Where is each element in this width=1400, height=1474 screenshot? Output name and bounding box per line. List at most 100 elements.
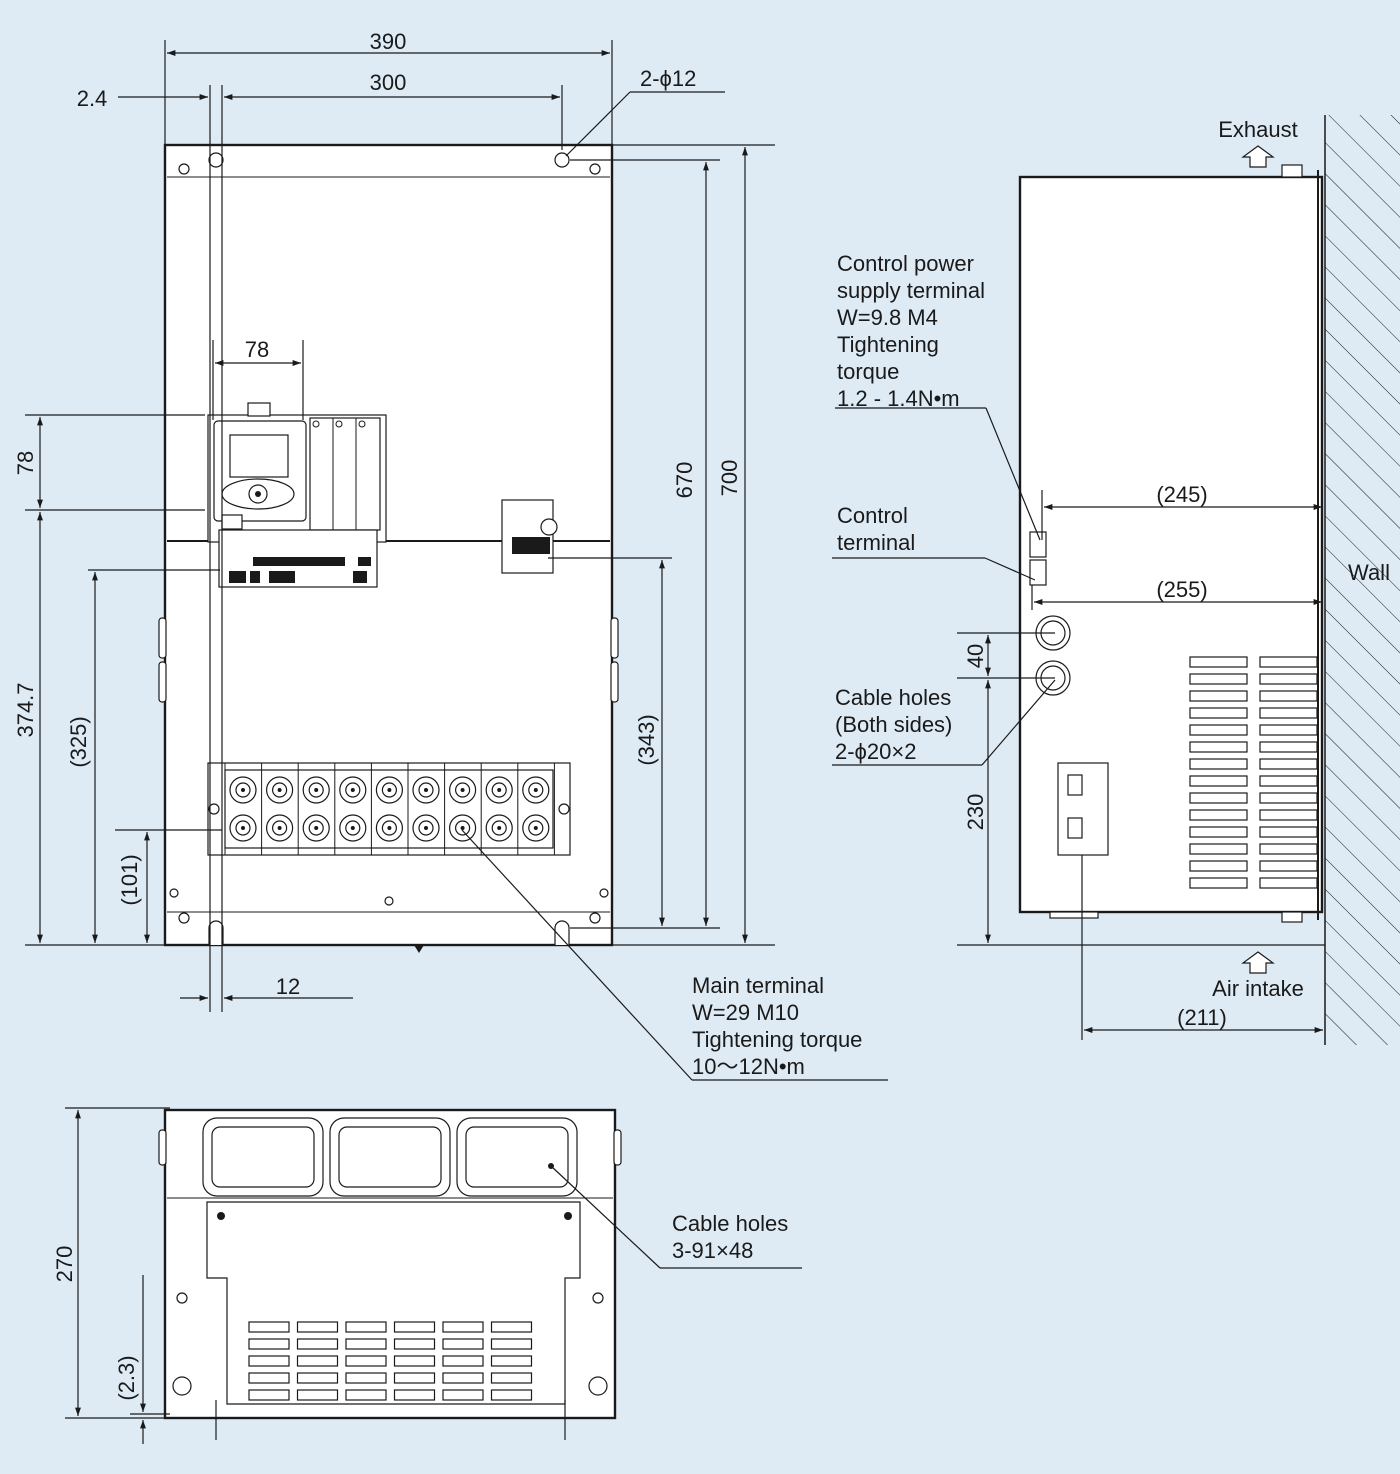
vent-slot bbox=[1189, 877, 1248, 889]
dim-101: (101) bbox=[117, 854, 142, 905]
vent-slot bbox=[1189, 826, 1248, 838]
dim-230: 230 bbox=[963, 794, 988, 831]
vent-slot bbox=[1259, 860, 1318, 872]
label-line: torque bbox=[837, 359, 899, 384]
label-line: 3-91×48 bbox=[672, 1238, 753, 1263]
vent-slot bbox=[296, 1355, 339, 1367]
dim-2-3: (2.3) bbox=[114, 1355, 139, 1400]
vent-slot bbox=[442, 1355, 484, 1367]
vent-slot bbox=[1259, 673, 1318, 685]
vent-slot bbox=[393, 1372, 436, 1384]
vent-slot bbox=[1189, 860, 1248, 872]
operation-panel bbox=[207, 402, 387, 543]
vent-slot bbox=[248, 1389, 290, 1401]
bottom-vents bbox=[248, 1321, 533, 1401]
bottom-view: 270 (2.3) Cable holes 3-91×48 bbox=[52, 1107, 802, 1444]
label-line: 2-ϕ20×2 bbox=[835, 739, 916, 764]
label-line: Main terminal bbox=[692, 973, 824, 998]
vent-slot bbox=[1189, 775, 1248, 787]
label-line: W=9.8 M4 bbox=[837, 305, 938, 330]
control-terminal-label: Control terminal bbox=[832, 503, 1036, 581]
vent-slot bbox=[1259, 775, 1318, 787]
side-view: Exhaust Air intake Wall Control power su… bbox=[832, 115, 1400, 1045]
vent-slot bbox=[248, 1321, 290, 1333]
vent-slot bbox=[442, 1372, 484, 1384]
vent-slot bbox=[1189, 673, 1248, 685]
control-power-terminal bbox=[501, 499, 558, 574]
vent-slot bbox=[1189, 792, 1248, 804]
wall-hatch bbox=[1325, 115, 1400, 1045]
dim-390: 390 bbox=[370, 29, 407, 54]
mounting-slot bbox=[208, 920, 224, 945]
control-power-label: Control power supply terminal W=9.8 M4 T… bbox=[835, 251, 1041, 541]
vent-slot bbox=[1259, 690, 1318, 702]
vent-slot bbox=[490, 1321, 533, 1333]
label-line: supply terminal bbox=[837, 278, 985, 303]
vent-slot bbox=[296, 1338, 339, 1350]
vent-slot bbox=[442, 1321, 484, 1333]
dim-40: 40 bbox=[963, 644, 988, 668]
dim-270: 270 bbox=[52, 1246, 77, 1283]
dim-78-width: 78 bbox=[245, 337, 269, 362]
vent-slot bbox=[1189, 741, 1248, 753]
dim-211: (211) bbox=[1177, 1005, 1227, 1030]
side-cable-holes-label: Cable holes (Both sides) 2-ϕ20×2 bbox=[832, 679, 1056, 766]
label-line: terminal bbox=[837, 530, 915, 555]
vent-slot bbox=[345, 1389, 387, 1401]
vent-slot bbox=[1259, 809, 1318, 821]
dim-343: (343) bbox=[634, 714, 659, 765]
vent-slot bbox=[296, 1389, 339, 1401]
dim-hole-spec: 2-ϕ12 bbox=[640, 66, 696, 91]
dim-374-7: 374.7 bbox=[13, 682, 38, 737]
vent-slot bbox=[393, 1338, 436, 1350]
vent-slot bbox=[490, 1338, 533, 1350]
vent-slot bbox=[1189, 656, 1248, 668]
vent-slot bbox=[1259, 707, 1318, 719]
control-terminal-board bbox=[218, 529, 378, 588]
vent-slot bbox=[296, 1372, 339, 1384]
label-line: Control bbox=[837, 503, 908, 528]
vent-slot bbox=[1259, 877, 1318, 889]
label-line: Tightening bbox=[837, 332, 939, 357]
mounting-slot bbox=[554, 920, 570, 945]
vent-slot bbox=[1189, 724, 1248, 736]
vent-slot bbox=[1259, 758, 1318, 770]
label-line: (Both sides) bbox=[835, 712, 952, 737]
vent-slot bbox=[345, 1355, 387, 1367]
vent-slot bbox=[1259, 843, 1318, 855]
label-line: W=29 M10 bbox=[692, 1000, 799, 1025]
vent-slot bbox=[345, 1372, 387, 1384]
vent-slot bbox=[248, 1372, 290, 1384]
vent-slot bbox=[1189, 809, 1248, 821]
vent-slot bbox=[1259, 826, 1318, 838]
dim-700: 700 bbox=[717, 460, 742, 497]
dim-78-height: 78 bbox=[13, 451, 38, 475]
air-intake-arrow-icon bbox=[1241, 951, 1275, 974]
vent-slot bbox=[393, 1389, 436, 1401]
label-line: Cable holes bbox=[835, 685, 951, 710]
dim-670: 670 bbox=[672, 462, 697, 499]
dim-300: 300 bbox=[370, 70, 407, 95]
vent-slot bbox=[1189, 843, 1248, 855]
vent-slot bbox=[1189, 707, 1248, 719]
label-line: Tightening torque bbox=[692, 1027, 862, 1052]
exhaust-label: Exhaust bbox=[1218, 117, 1298, 142]
vent-slot bbox=[490, 1355, 533, 1367]
vent-slot bbox=[393, 1321, 436, 1333]
mounting-hole bbox=[554, 152, 570, 168]
front-dimensions: 390 300 2.4 2-ϕ12 78 78 374.7 (325 bbox=[13, 29, 888, 1081]
vent-slot bbox=[345, 1321, 387, 1333]
vent-slot bbox=[248, 1355, 290, 1367]
vent-slot bbox=[1189, 690, 1248, 702]
vent-slot bbox=[1259, 724, 1318, 736]
exhaust-arrow-icon bbox=[1241, 145, 1275, 168]
vent-slot bbox=[345, 1338, 387, 1350]
vent-slot bbox=[490, 1372, 533, 1384]
vent-slot bbox=[248, 1338, 290, 1350]
vent-slot bbox=[1189, 758, 1248, 770]
vent-slot bbox=[490, 1389, 533, 1401]
front-view: 390 300 2.4 2-ϕ12 78 78 374.7 (325 bbox=[13, 29, 888, 1081]
dim-2-4: 2.4 bbox=[77, 86, 108, 111]
